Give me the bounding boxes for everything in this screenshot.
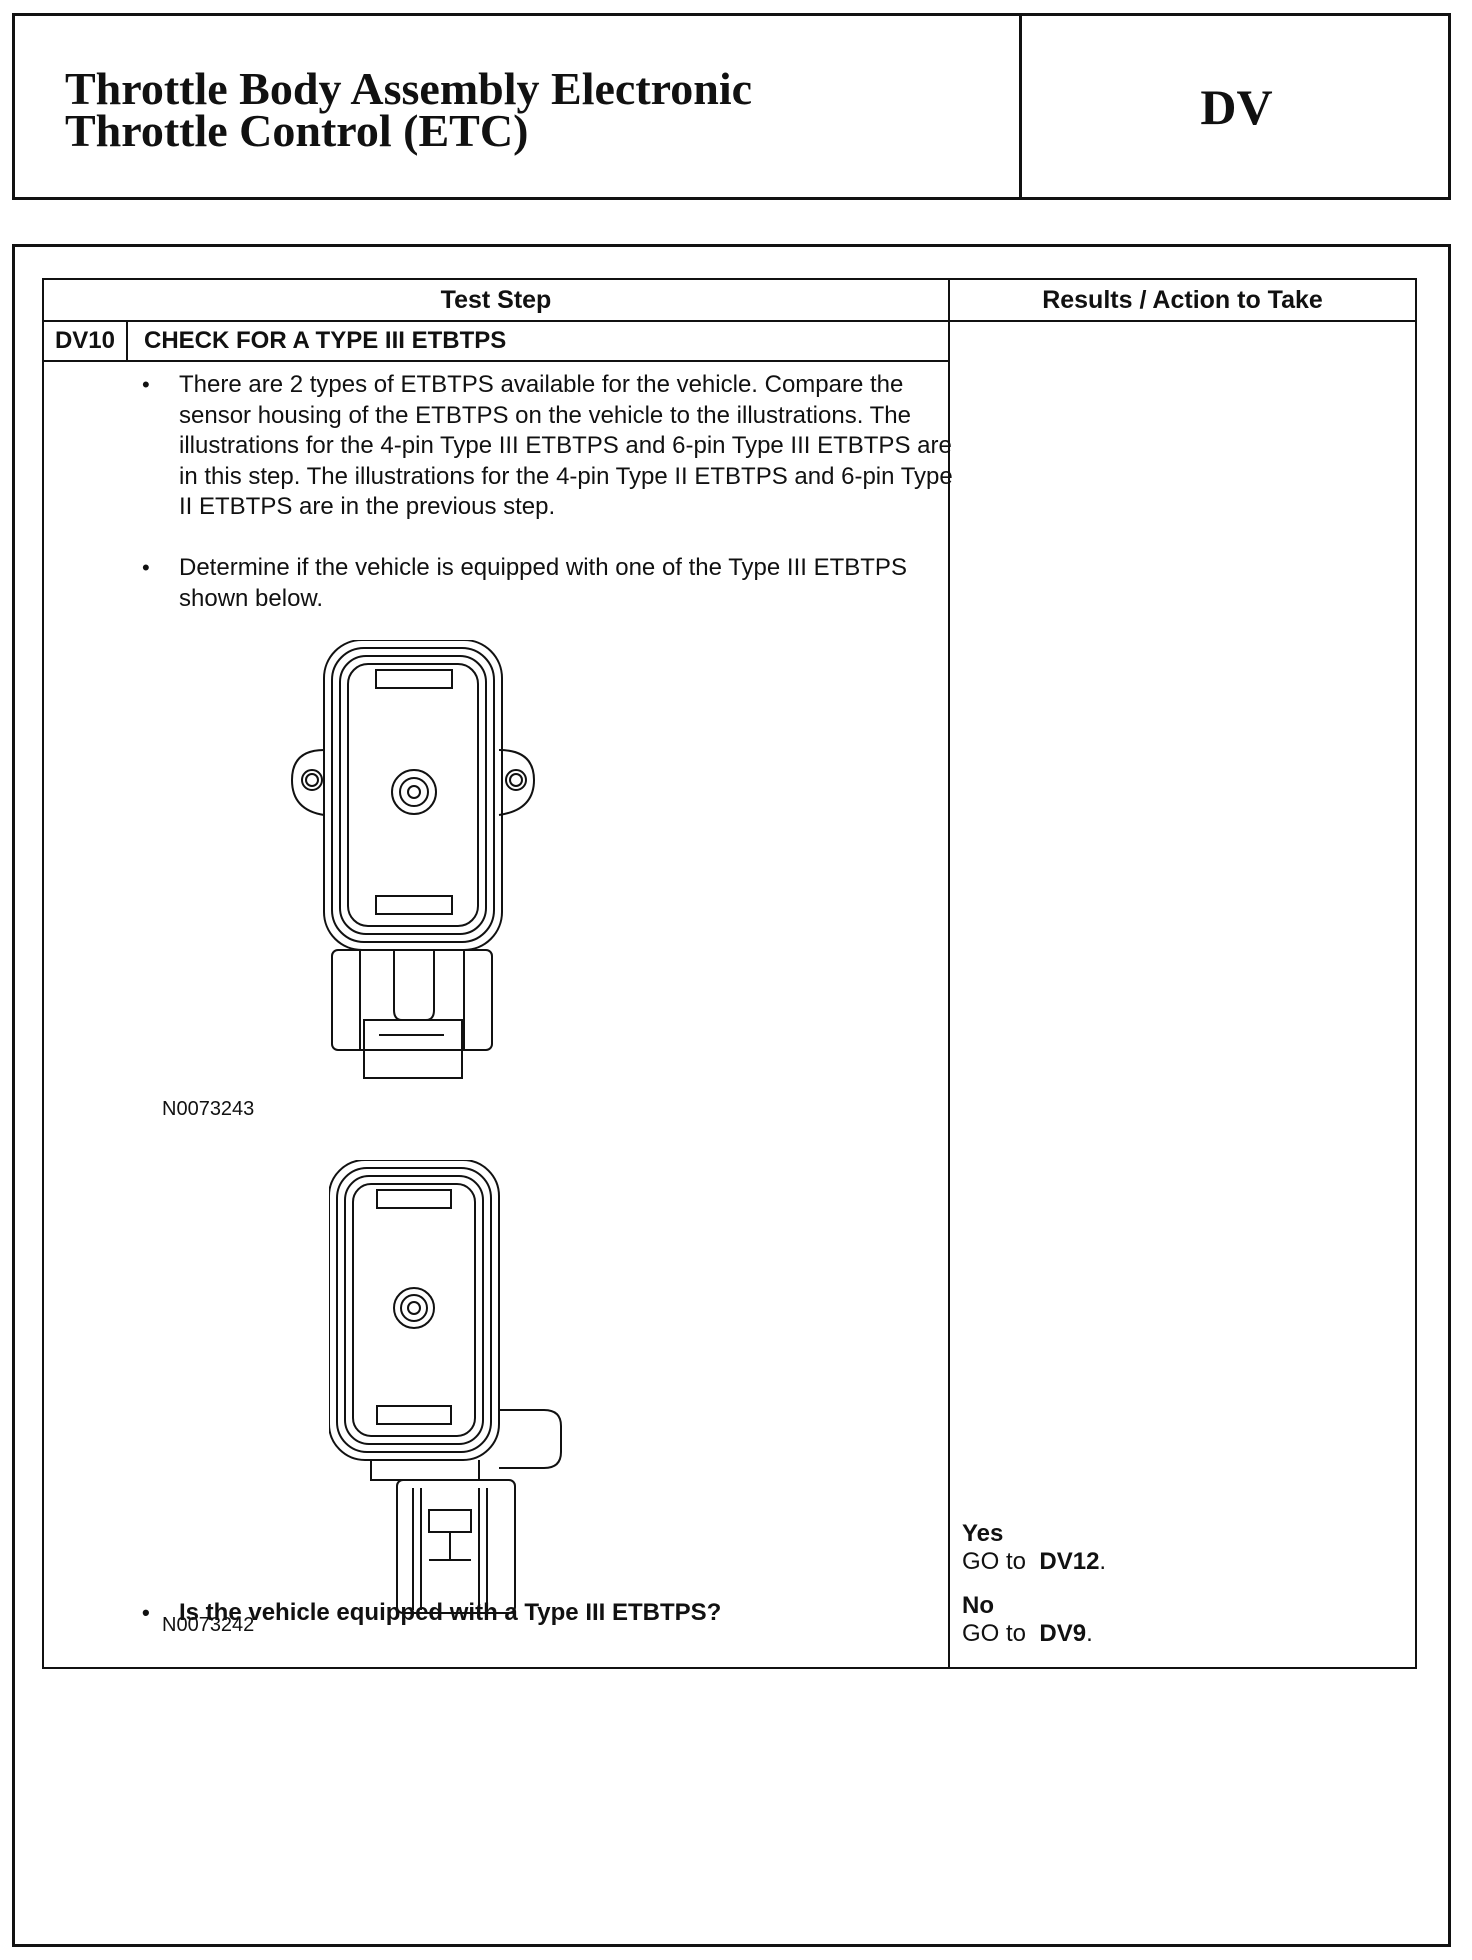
page-title-line-2: Throttle Control (ETC) (65, 105, 529, 156)
instruction-bullet: • Determine if the vehicle is equipped w… (142, 553, 959, 614)
document-header: Throttle Body Assembly Electronic Thrott… (12, 13, 1451, 200)
column-header-results: Results / Action to Take (1042, 285, 1323, 314)
result-yes-period: . (1099, 1548, 1107, 1575)
test-step-table: Test Step Results / Action to Take DV10 … (42, 278, 1417, 1669)
bullet-dot: • (142, 1600, 150, 1625)
section-code: DV (1200, 78, 1273, 135)
bullet-dot: • (142, 372, 150, 397)
instruction-text: Determine if the vehicle is equipped wit… (179, 554, 907, 612)
6-pin-type-iii-etbtps-illustration (329, 1160, 562, 1614)
header-divider (1019, 16, 1022, 197)
step-title: CHECK FOR A TYPE III ETBTPS (144, 327, 507, 354)
result-yes-target-link[interactable]: DV12 (1039, 1548, 1100, 1575)
step-title-divider (44, 360, 948, 362)
page-title-line-1: Throttle Body Assembly Electronic (65, 63, 753, 114)
column-header-test-step: Test Step (440, 285, 552, 314)
instruction-bullet: • There are 2 types of ETBTPS available … (142, 370, 959, 523)
content-frame (12, 244, 1451, 1947)
bullet-dot: • (142, 555, 150, 580)
instruction-text: There are 2 types of ETBTPS available fo… (179, 371, 953, 520)
result-no-period: . (1086, 1620, 1093, 1647)
question-bullet: • Is the vehicle equipped with a Type II… (142, 1598, 959, 1629)
step-id: DV10 (54, 327, 116, 354)
step-id-divider (126, 320, 128, 360)
header-row-divider (44, 320, 1415, 322)
figure-id: N0073242 (162, 1614, 255, 1636)
result-yes: Yes GO to DV12. (962, 1520, 1106, 1576)
column-divider (948, 280, 950, 1667)
figure-id: N0073243 (162, 1098, 255, 1120)
result-no-action: GO to (962, 1620, 1027, 1647)
result-no-target-link[interactable]: DV9 (1039, 1620, 1087, 1647)
page-title: Throttle Body Assembly Electronic Thrott… (65, 63, 753, 156)
result-yes-action: GO to (962, 1548, 1027, 1575)
result-no-label: No (962, 1592, 994, 1619)
result-no: No GO to DV9. (962, 1592, 1093, 1648)
result-yes-label: Yes (962, 1520, 1004, 1547)
4-pin-type-iii-etbtps-illustration (290, 640, 536, 1079)
question-text: Is the vehicle equipped with a Type III … (179, 1599, 722, 1626)
